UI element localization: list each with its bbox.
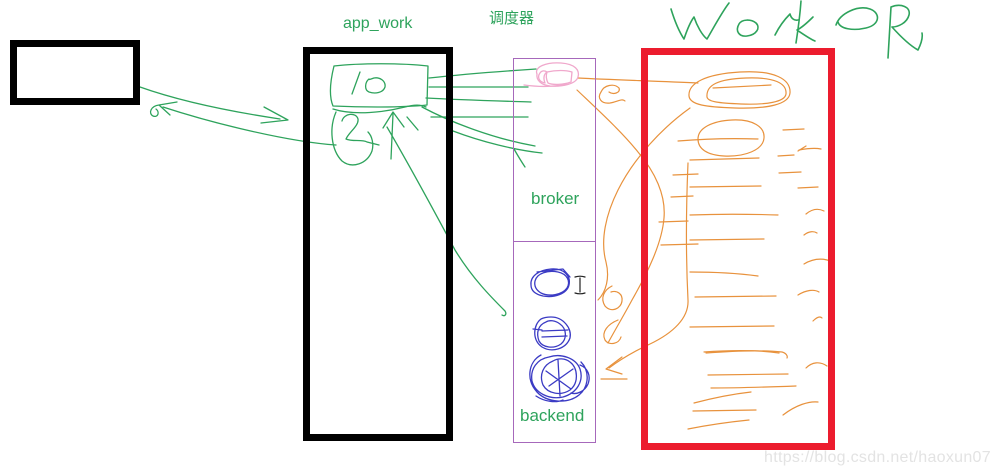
connector-line-1 (428, 68, 537, 79)
text-cursor-strokes (574, 275, 586, 295)
letter-e (835, 7, 879, 31)
appwork-hand-top-curve (332, 104, 427, 114)
strand-b (597, 107, 691, 301)
bottom-curl-1 (805, 362, 828, 369)
bottom-line-4 (693, 391, 752, 404)
bottom-line-1 (705, 350, 788, 359)
orange-sketch-group (576, 71, 834, 430)
tree-trunk-to-arrow (608, 162, 689, 369)
worker-capsule-inner (706, 77, 787, 105)
long-diagonal-line (386, 126, 507, 317)
connector-branch (513, 148, 526, 168)
arrow-right-line (139, 86, 281, 120)
backend-item-1 (530, 268, 571, 298)
broker-pink-blob (538, 70, 548, 84)
backend-item-3 (529, 354, 590, 403)
appwork-tick-mark (406, 116, 419, 131)
broker-pink-underline (523, 83, 568, 88)
broker-backend-divider (514, 241, 595, 242)
worker-capsule-line (712, 84, 772, 89)
strand-a (576, 89, 665, 344)
worker-box (641, 48, 835, 450)
green-sketch-group: WorkeR (139, 0, 924, 317)
worker-handwritten-label: WorkeR (670, 0, 924, 59)
scheduler-label: 调度器 (489, 10, 535, 27)
watermark: https://blog.csdn.net/haoxun07 (764, 449, 991, 466)
text-cursor-icon (574, 275, 586, 295)
worker-oval-2-line (677, 138, 759, 142)
pink-sketch-group (523, 62, 580, 88)
worker-oval-2 (697, 119, 765, 157)
letter-r (774, 13, 799, 36)
broker-label: broker (531, 189, 580, 208)
appwork-slash-mark (351, 71, 361, 95)
broker-pink-capsule (535, 62, 580, 87)
small-curl-scribble (598, 84, 626, 104)
arrow-left-head-icon (149, 101, 178, 118)
letter-R (887, 4, 924, 59)
app-work-label: app_work (343, 15, 413, 32)
loop-hook-2 (603, 319, 622, 345)
appwork-digit-two (341, 113, 380, 146)
connector-curve-5 (421, 106, 536, 147)
worker-capsule-outer (688, 71, 791, 109)
right-edge-curls (797, 208, 834, 322)
letter-w (670, 2, 730, 40)
appwork-blob-mark (364, 77, 386, 94)
bottom-line-2 (707, 373, 789, 376)
dash-group-upper (777, 128, 822, 189)
connector-curve-6 (452, 130, 543, 154)
appwork-inner-rect (329, 63, 429, 108)
bottom-line-3 (710, 385, 797, 389)
backend-item-2 (532, 316, 571, 351)
empty-box (10, 40, 140, 105)
scheduler-box (513, 58, 596, 443)
arrow-to-backend-head-icon (605, 356, 623, 375)
broker-pink-inner (545, 69, 573, 86)
bottom-line-5 (692, 409, 757, 412)
pink-to-worker-line (577, 77, 699, 84)
backend-label: backend (520, 406, 585, 425)
appwork-fist-blob (331, 111, 374, 166)
tree-left-branches (658, 173, 699, 246)
arrow-left-line (162, 106, 337, 146)
bottom-curl-2 (782, 401, 819, 416)
app-work-box (303, 47, 453, 441)
blue-sketch-group (529, 268, 590, 403)
arrow-right-head-icon (260, 106, 289, 124)
connector-line-3 (425, 97, 532, 103)
bottom-line-6 (687, 419, 750, 430)
tree-right-branches (689, 157, 780, 354)
letter-o (736, 19, 759, 37)
letter-k (795, 0, 816, 44)
loop-hook-1 (602, 285, 623, 311)
